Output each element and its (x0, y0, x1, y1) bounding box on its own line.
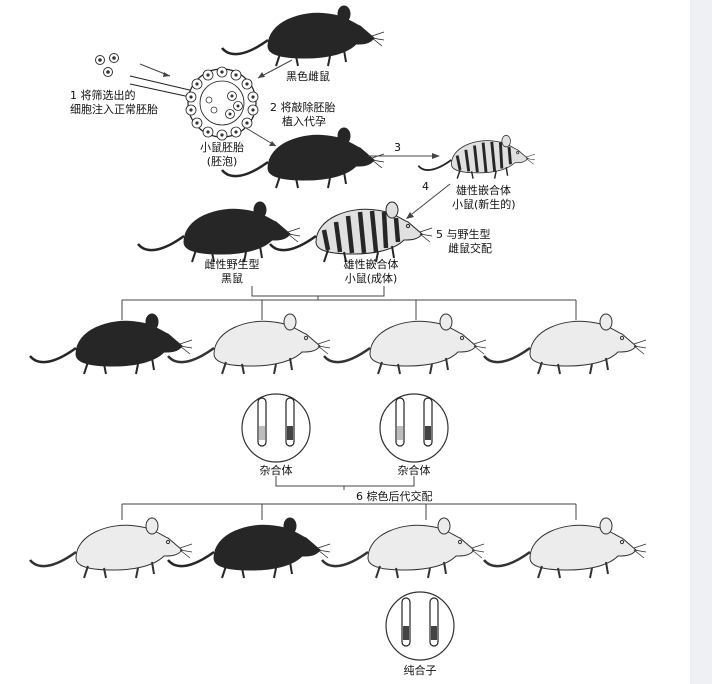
scrollbar-track (690, 0, 712, 684)
f1-light-mouse-3 (482, 312, 648, 376)
f1-black-mouse (28, 312, 194, 376)
homozygote-chromosomes (385, 591, 455, 661)
heterozygote-chromosomes-right (379, 393, 449, 463)
f2-black-mouse (166, 516, 332, 580)
label-chimera-adult-line1: 雄性嵌合体 (343, 258, 399, 271)
adult-chimera-mouse (268, 200, 434, 264)
selected-cells (95, 53, 119, 77)
label-black-female: 黑色雌鼠 (286, 70, 330, 83)
blastocyst (185, 66, 259, 141)
label-homozygote: 纯合子 (403, 664, 437, 677)
f2-light-mouse-2 (320, 516, 486, 580)
label-wildtype-line2: 黑鼠 (221, 272, 243, 285)
f1-light-mouse-2 (322, 312, 488, 376)
newborn-chimera-mouse (417, 134, 536, 180)
f1-light-mouse-1 (166, 312, 332, 376)
label-embryo-line1: 小鼠胚胎 (200, 141, 244, 154)
label-step5-line1: 5 与野生型 (436, 228, 491, 241)
heterozygote-cross-bracket (275, 476, 415, 487)
label-step1-line1: 1 将筛选出的 (70, 89, 136, 102)
knockout-mouse-diagram (28, 4, 648, 661)
f2-light-mouse-1 (28, 516, 194, 580)
label-step5-line2: 雌鼠交配 (448, 242, 492, 255)
arrow-step-4 (411, 183, 451, 215)
mating-bracket (251, 286, 385, 297)
label-step1-line2: 细胞注入正常胚胎 (70, 103, 158, 116)
f2-light-mouse-3 (482, 516, 648, 580)
f1-tree (121, 299, 577, 320)
label-chimera-new-line1: 雄性嵌合体 (456, 184, 511, 197)
label-embryo-line2: (胚泡) (206, 155, 238, 168)
label-chimera-adult-line2: 小鼠(成体) (344, 272, 398, 285)
label-heterozygote-left: 杂合体 (259, 464, 293, 477)
label-step4: 4 (422, 180, 429, 193)
label-chimera-new-line2: 小鼠(新生的) (452, 198, 516, 211)
label-step2-line1: 2 将敲除胚胎 (270, 101, 336, 114)
wildtype-female-mouse (136, 200, 302, 264)
label-heterozygote-right: 杂合体 (397, 464, 431, 477)
label-step3: 3 (394, 141, 401, 154)
f2-tree (121, 503, 577, 520)
heterozygote-chromosomes-left (241, 393, 311, 463)
black-female-mouse (220, 4, 386, 68)
label-step2-line2: 植入代孕 (282, 115, 326, 128)
label-step6: 6 棕色后代交配 (356, 490, 433, 503)
label-wildtype-line1: 雌性野生型 (204, 258, 260, 271)
